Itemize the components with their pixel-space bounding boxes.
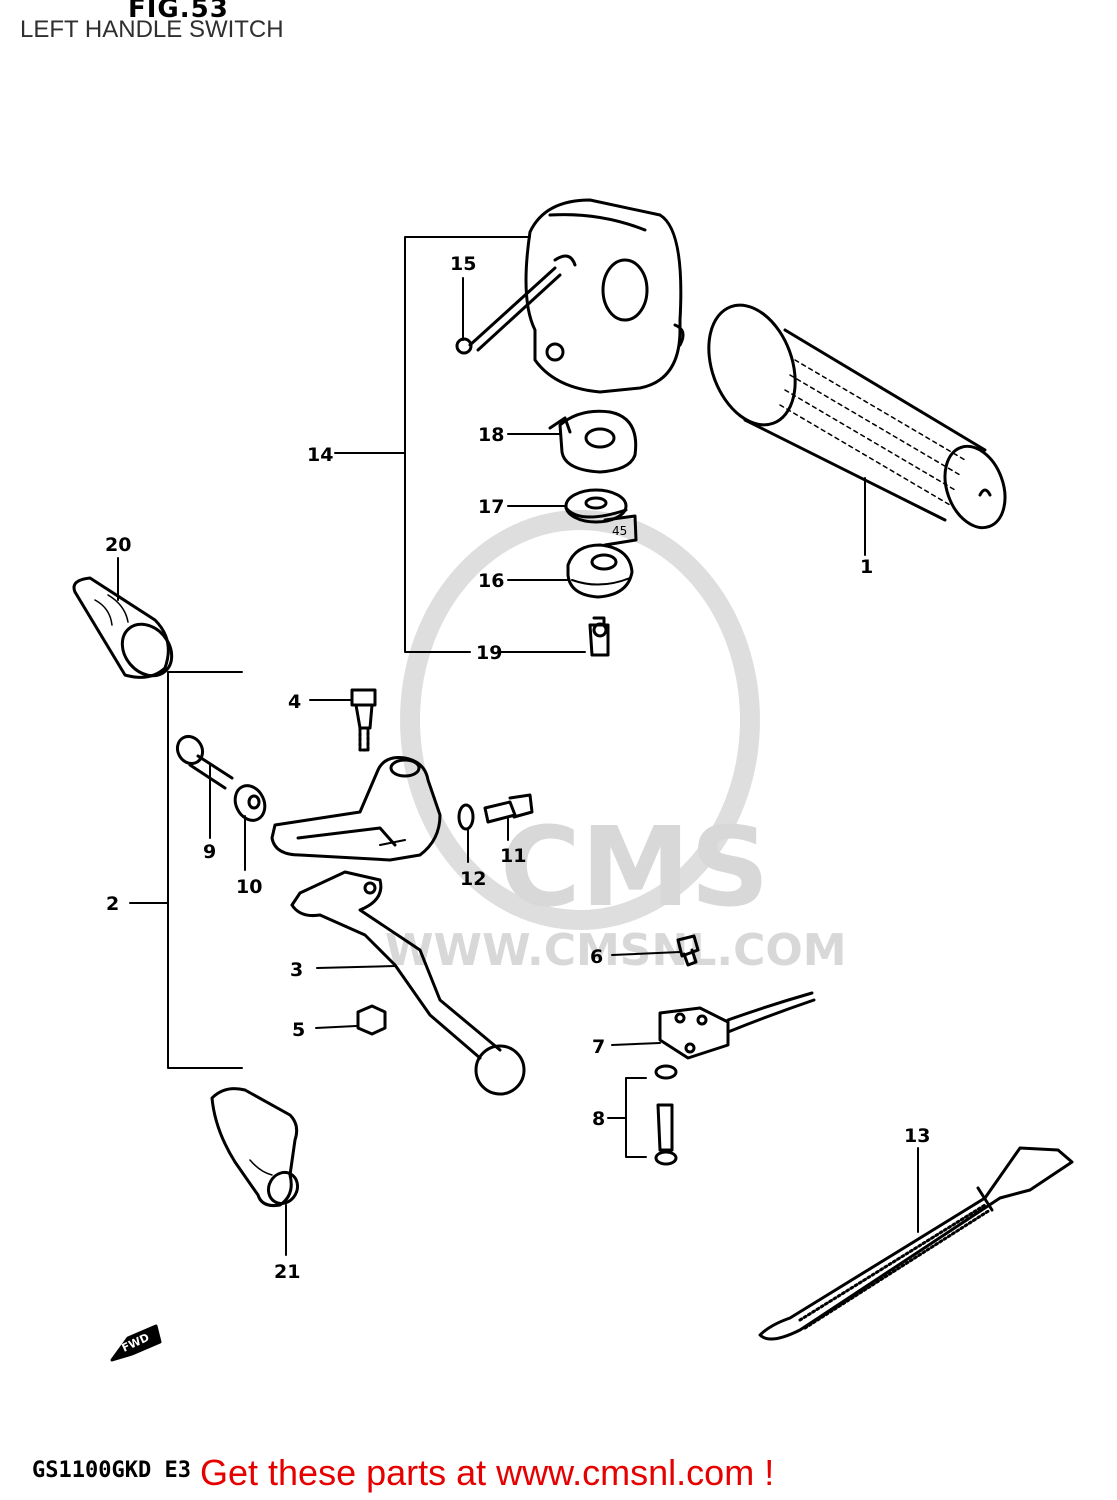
figure-number: FIG.53 [128,0,229,24]
callout-labels: 1 2 3 4 5 6 7 8 9 10 11 12 13 14 15 16 1… [105,253,930,1355]
fwd-arrow [110,1324,162,1362]
part-16-rotor: 45 [566,514,638,599]
callout-16: 16 [478,570,504,592]
callout-21: 21 [274,1261,300,1283]
callout-4: 4 [288,691,301,713]
callout-13: 13 [904,1125,930,1147]
part-13-cable-tie [758,1146,1074,1341]
part-stamp: 45 [612,524,627,538]
part-20-boot [72,576,174,679]
watermark-url: WWW.CMSNL.COM [385,925,847,976]
callout-15: 15 [450,253,476,275]
callout-11: 11 [500,845,526,867]
part-9-bolt [175,734,234,790]
switch-housing [455,198,685,394]
model-code: GS1100GKD E3 [32,1458,191,1483]
callout-2: 2 [106,893,119,915]
bracket-14 [404,236,531,653]
callout-12: 12 [460,868,486,890]
lever-holder [270,756,442,862]
part-3-clutch-lever [290,870,526,1096]
callout-10: 10 [236,876,262,898]
part-11-bolt [483,793,534,824]
part-12-washer [457,803,475,831]
callout-8: 8 [592,1108,605,1130]
part-19-screw [588,616,610,657]
part-10-spacer [233,784,267,822]
part-7-clutch-switch [658,991,816,1060]
part-18-clip [548,409,638,474]
part-5-nut [356,1004,387,1036]
handle-grip [707,303,1007,530]
bracket-2 [167,671,243,1069]
callout-3: 3 [290,959,303,981]
callout-7: 7 [592,1036,605,1058]
callout-14: 14 [307,444,333,466]
leader-lines [117,277,919,1256]
callout-6: 6 [590,946,603,968]
part-21-boot [210,1087,300,1207]
page-title: LEFT HANDLE SWITCH [20,16,284,43]
callout-18: 18 [478,424,504,446]
callout-5: 5 [292,1019,305,1041]
part-8-screw-set [625,1064,678,1166]
cta-link[interactable]: Get these parts at www.cmsnl.com ! [200,1452,775,1493]
callout-9: 9 [203,841,216,863]
callout-17: 17 [478,496,504,518]
callout-1: 1 [860,556,873,578]
callout-20: 20 [105,534,131,556]
part-4-bolt [350,688,377,752]
part-6-screw [676,934,700,967]
watermark-brand: CMS [500,803,769,931]
watermark: CMS WWW.CMSNL.COM [385,510,847,976]
callout-19: 19 [476,642,502,664]
